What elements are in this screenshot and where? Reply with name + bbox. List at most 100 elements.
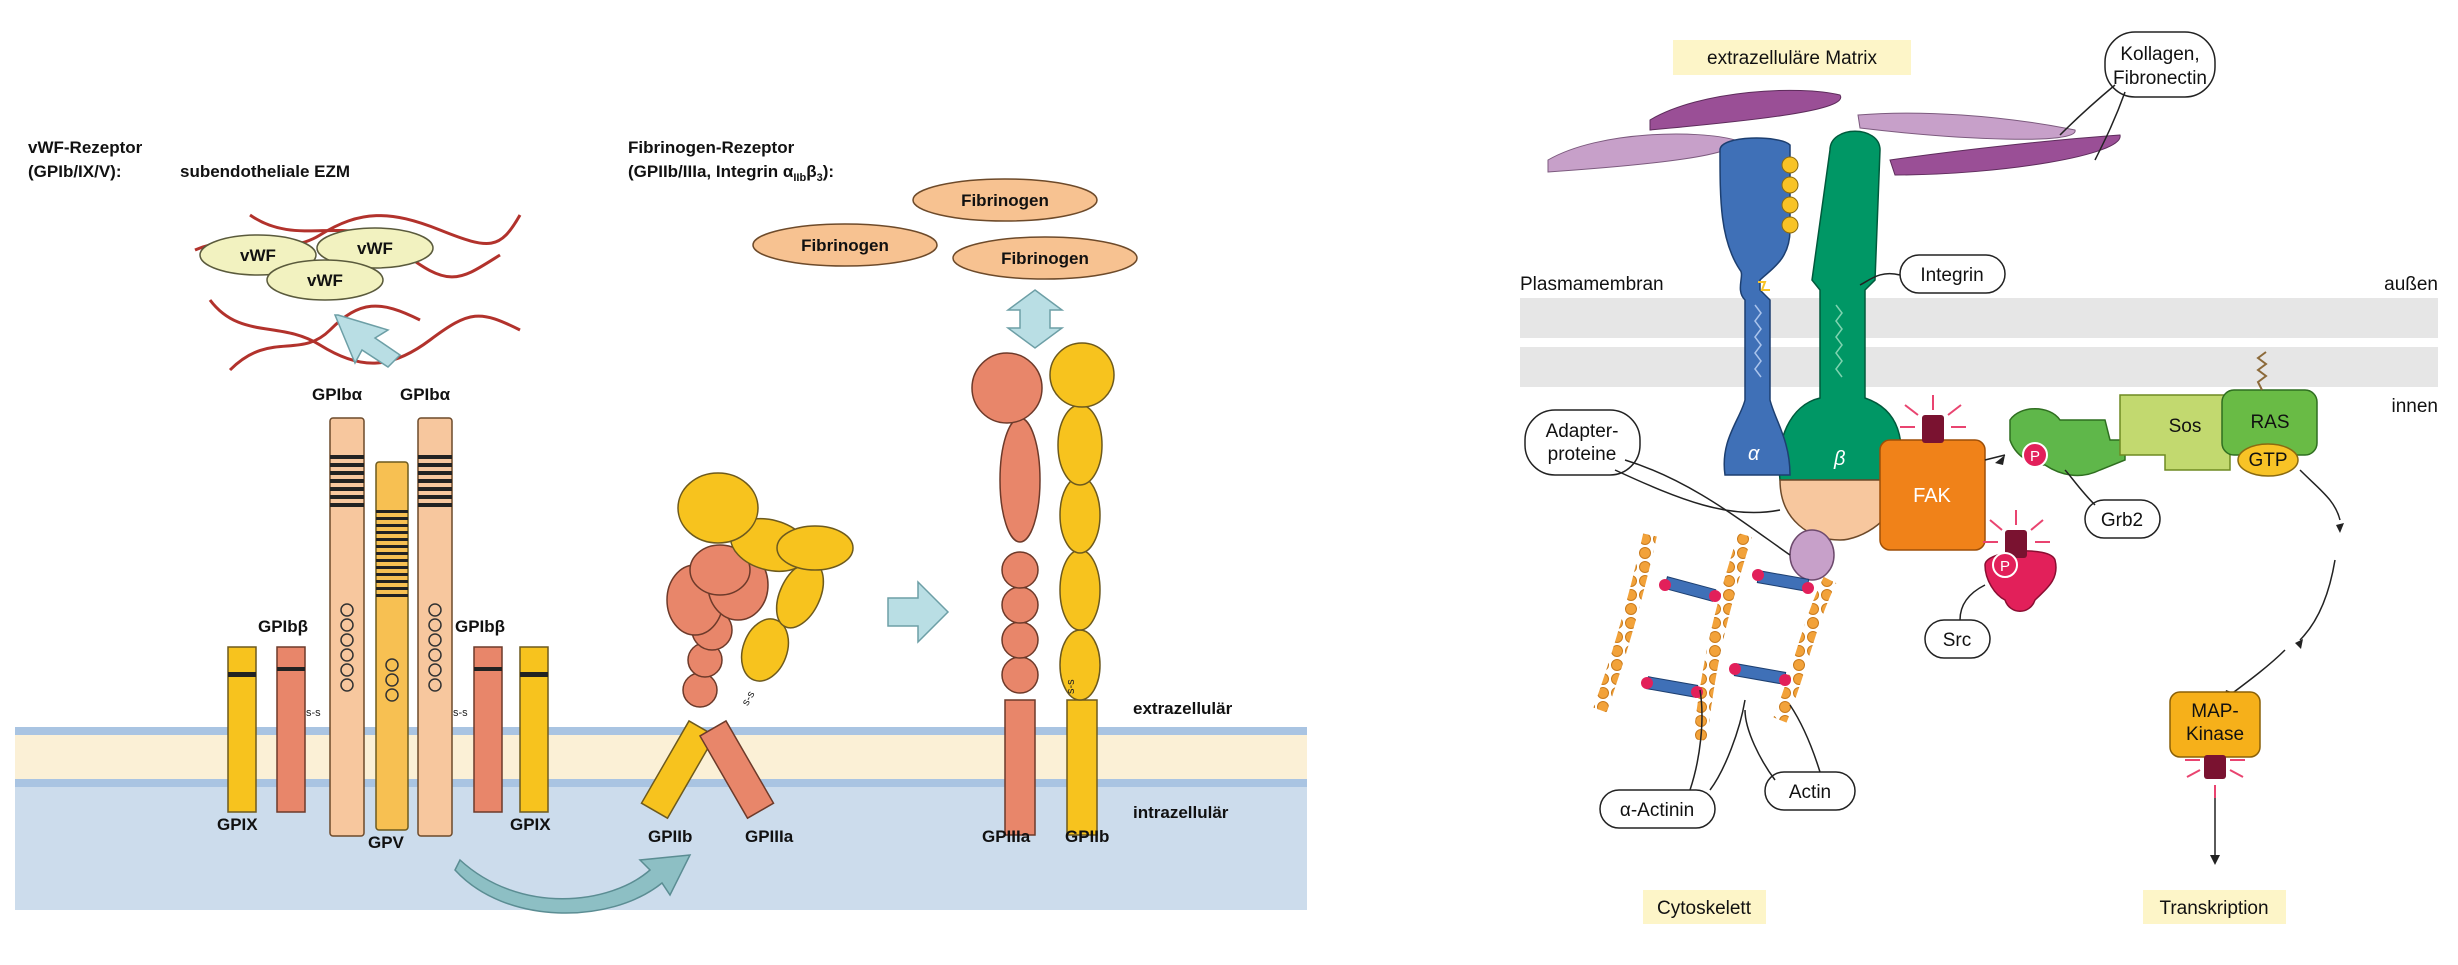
grb2-callout (2084, 499, 2161, 539)
gpv-label: GPV (368, 833, 405, 852)
gpiib-label-inactive: GPIIb (648, 827, 692, 846)
vwf-label-2: vWF (357, 239, 393, 258)
gpiba-left-bar (329, 417, 365, 837)
grb2-p-label: P (2030, 448, 2040, 465)
gtp-label: GTP (2248, 450, 2287, 471)
gpiib-iiia-inactive (640, 472, 854, 820)
grb2-phosphate-icon (2022, 442, 2048, 468)
gpix-left-bar (227, 646, 257, 813)
gpiiia-label-inactive: GPIIIa (745, 827, 794, 846)
fak-phospho-tag (1922, 415, 1944, 443)
callouts (1524, 31, 2216, 829)
src-p-label: P (2000, 558, 2010, 575)
fib-receptor-title: Fibrinogen-Rezeptor (628, 138, 795, 157)
right-panel: extrazelluläre Matrix Kollagen, Fibronec… (1520, 31, 2439, 924)
beta-label: β (1833, 448, 1845, 470)
gpiba-label-left: GPIbα (312, 385, 363, 404)
map-label-1: MAP- (2191, 701, 2239, 722)
cytoskeleton (1593, 532, 1837, 741)
kollagen-callout (2104, 31, 2216, 98)
fibrinogen-label-2: Fibrinogen (801, 236, 889, 255)
integrin-beta-subunit (1778, 130, 1903, 481)
aussen-label: außen (2384, 274, 2438, 295)
matrix-fiber-4 (1889, 134, 2121, 176)
actinin-callout (1599, 789, 1716, 829)
src-callout (1924, 619, 1991, 659)
ss-bond-3: s-s (1065, 679, 1077, 694)
src-label: Src (1943, 630, 1972, 651)
fibronectin-label: Fibronectin (2113, 68, 2207, 89)
matrix-label-bg (1673, 40, 1911, 75)
activation-curved-arrow-icon (454, 854, 692, 914)
fibrinogen-ellipse-1 (912, 178, 1098, 222)
ezm-label: subendotheliale EZM (180, 162, 350, 181)
gpix-right-bar (519, 646, 549, 813)
vwf-receptor-subtitle: (GPIb/IX/V): (28, 162, 122, 181)
fibrinogen-binding-arrow-icon (1005, 289, 1065, 349)
gpibb-right-bar (473, 646, 503, 813)
intrazellular-label: intrazellulär (1133, 803, 1229, 822)
ss-bond-1: s-s (306, 707, 321, 719)
ss-bond-4: s-s (740, 689, 758, 708)
fib-receptor-subtitle: (GPIIb/IIIa, Integrin αIIbβ3): (628, 162, 834, 184)
fak-label: FAK (1913, 485, 1951, 507)
vwf-receptor-title: vWF-Rezeptor (28, 138, 143, 157)
fibrinogen-ellipse-2 (752, 223, 938, 267)
membrane-outer-layer (15, 727, 1307, 735)
integrin-alpha-beads (1781, 156, 1799, 234)
cytoskelett-label-bg (1643, 890, 1766, 924)
gpiiia-label-active: GPIIIa (982, 827, 1031, 846)
kollagen-label: Kollagen, (2120, 44, 2199, 65)
alpha-label: α (1748, 443, 1760, 465)
signal-arrows (1984, 454, 2341, 855)
adapter-label-1: Adapter- (1546, 421, 1619, 442)
plasma-membrane-outer (1520, 298, 2438, 338)
vwf-label-3: vWF (307, 271, 343, 290)
extrazellular-label: extrazellulär (1133, 699, 1233, 718)
vwf-label-1: vWF (240, 246, 276, 265)
gpiba-right-bar (417, 417, 453, 837)
actinin-label: α-Actinin (1620, 800, 1694, 821)
actin-label: Actin (1789, 782, 1831, 803)
innen-label: innen (2392, 396, 2439, 417)
matrix-fiber-2 (1547, 133, 1737, 173)
transkription-label: Transkription (2159, 898, 2268, 919)
gpix-label-left: GPIX (217, 815, 258, 834)
adapter-protein-lilac (1789, 529, 1835, 581)
integrin-callout (1899, 254, 2006, 294)
vwf-ellipse-3 (266, 259, 384, 301)
plasmamembran-label: Plasmamembran (1520, 274, 1664, 295)
fibrinogen-label-3: Fibrinogen (1001, 249, 1089, 268)
matrix-fiber-3 (1857, 112, 2076, 140)
actin-callout (1764, 771, 1856, 811)
ras-label: RAS (2250, 412, 2289, 433)
gpibb-label-right: GPIbβ (455, 617, 505, 636)
matrix-fiber-1 (1649, 89, 1842, 131)
adapter-callout (1524, 409, 1641, 476)
sos-label: Sos (2169, 416, 2202, 437)
gpibb-left-bar (276, 646, 306, 813)
grb2-shape (2009, 408, 2126, 477)
gpibb-label-left: GPIbβ (258, 617, 308, 636)
vwf-binding-arrow-icon (333, 314, 402, 368)
src-phosphate-icon (1992, 552, 2018, 578)
plasma-membrane-inner (1520, 347, 2438, 387)
gpix-label-right: GPIX (510, 815, 551, 834)
fibrinogen-label-1: Fibrinogen (961, 191, 1049, 210)
activation-right-arrow-icon (887, 580, 950, 644)
fibrinogen-ellipse-3 (952, 236, 1138, 280)
gtp-ellipse (2237, 443, 2299, 477)
integrin-label: Integrin (1920, 265, 1983, 286)
gpiib-label-active: GPIIb (1065, 827, 1109, 846)
transkription-label-bg (2143, 890, 2286, 924)
adapter-label-2: proteine (1548, 444, 1617, 465)
map-label-2: Kinase (2186, 724, 2244, 745)
gpiib-iiia-active (971, 342, 1115, 836)
grb2-label: Grb2 (2101, 510, 2143, 531)
cytoskelett-label: Cytoskelett (1657, 898, 1752, 919)
left-panel: vWF-Rezeptor (GPIb/IX/V): subendothelial… (15, 138, 1307, 914)
gpiba-label-right: GPIbα (400, 385, 451, 404)
matrix-label: extrazelluläre Matrix (1707, 48, 1877, 69)
ss-bond-2: s-s (453, 707, 468, 719)
